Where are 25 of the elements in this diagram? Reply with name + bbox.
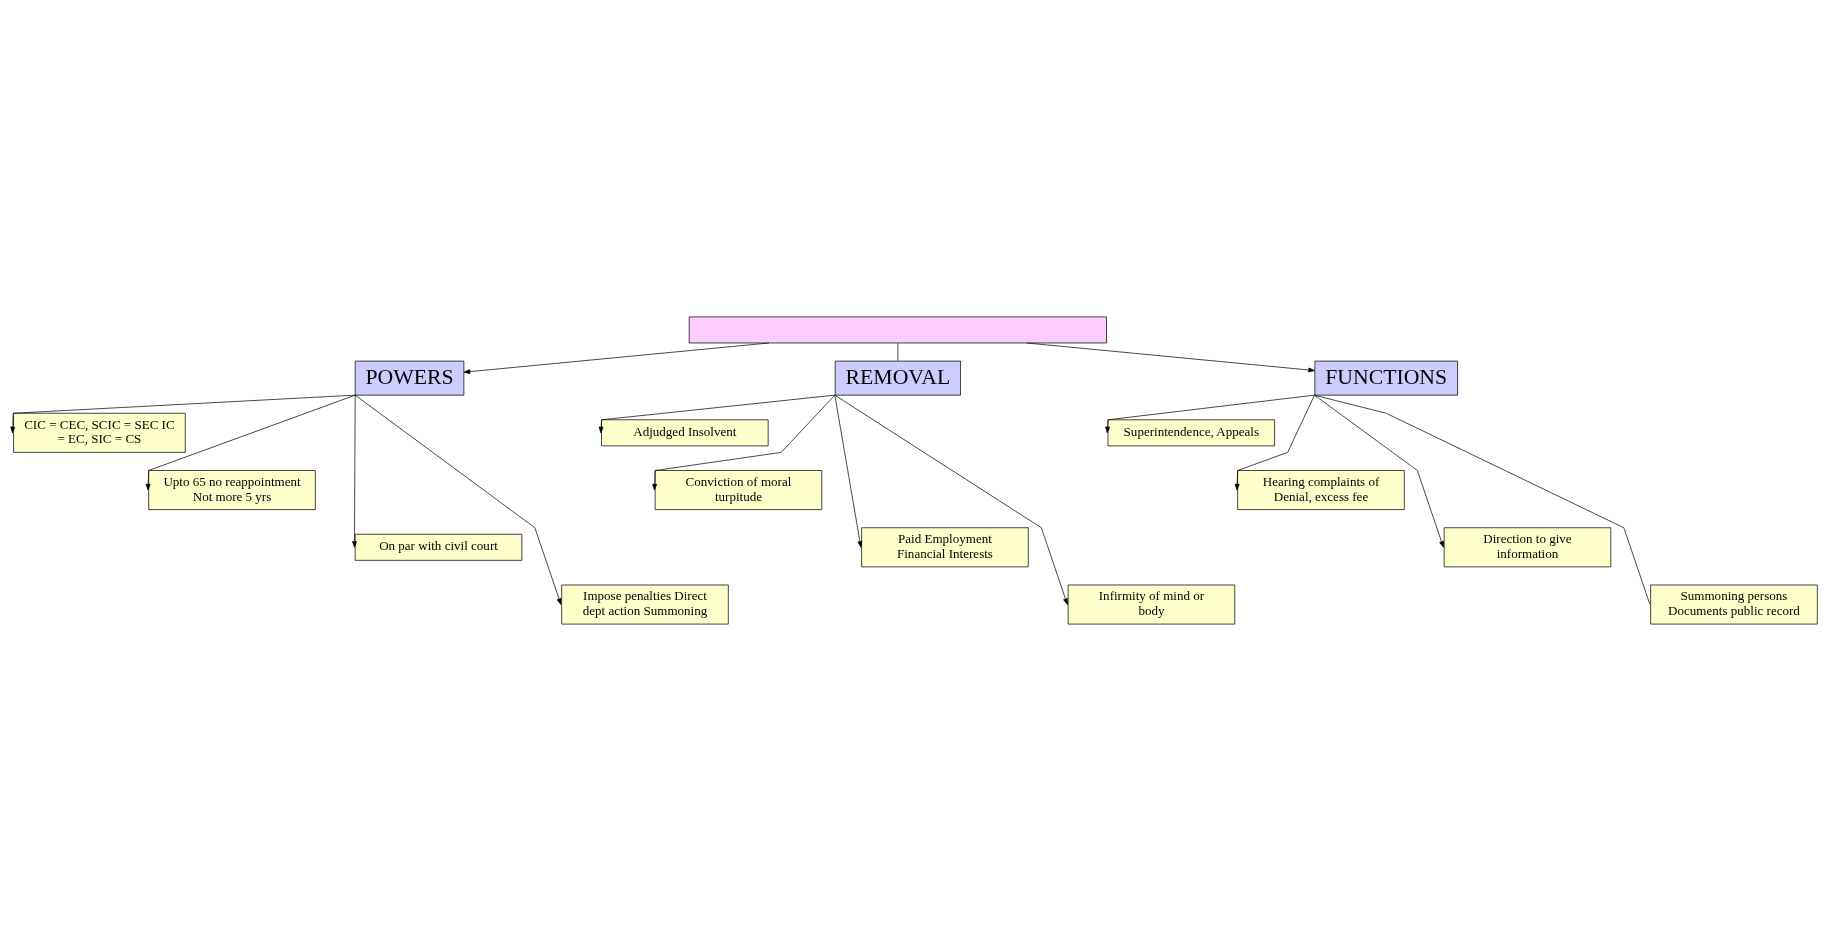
node-box: CIC = CEC, SCIC = SEC IC = EC, SIC = CS xyxy=(12,412,186,453)
arrow xyxy=(651,394,835,490)
node-box: POWERS xyxy=(354,360,464,395)
node-box xyxy=(688,316,1107,343)
node-box: On par with civil court xyxy=(354,533,522,561)
arrow xyxy=(1234,394,1315,490)
node-box: Conviction of moral turpitude xyxy=(654,469,822,510)
arrow xyxy=(598,394,835,433)
node-box: Impose penalties Direct dept action Summoning xyxy=(560,584,729,624)
node-box: Paid Employment Financial Interests xyxy=(860,526,1029,567)
arrow xyxy=(833,394,862,548)
arrow xyxy=(833,394,1068,605)
node-box: Direction to give information xyxy=(1443,526,1611,567)
arrow xyxy=(463,342,769,374)
arrow xyxy=(145,394,356,490)
arrow xyxy=(1025,342,1315,372)
node-box: REMOVAL xyxy=(834,360,961,395)
arrow xyxy=(351,394,357,548)
node-box: Infirmity of mind or body xyxy=(1067,584,1235,624)
arrow xyxy=(1104,394,1315,433)
arrow xyxy=(1313,394,1444,548)
connector xyxy=(1313,394,1650,605)
node-box: FUNCTIONS xyxy=(1313,360,1458,395)
node-box: Superintendence, Appeals xyxy=(1107,418,1275,446)
node-box: Summoning persons Documents public record xyxy=(1649,584,1818,624)
